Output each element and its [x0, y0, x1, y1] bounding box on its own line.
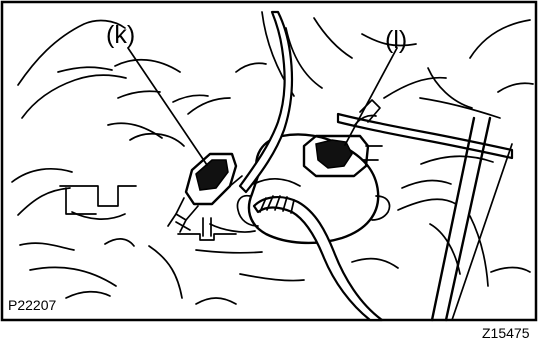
callout-l: (l): [385, 26, 407, 54]
connector-l: [302, 99, 383, 178]
bracket-left: [65, 187, 97, 215]
hose-ribs: [259, 195, 295, 214]
housing-left-lip: [236, 194, 259, 227]
leader-k: [127, 47, 208, 166]
rod-right-1: [430, 116, 476, 322]
leader-l: [344, 47, 398, 146]
code-left: P22207: [8, 297, 56, 313]
code-right: Z15475: [482, 325, 530, 341]
connector-k: [167, 152, 243, 233]
bracket-top: [59, 185, 137, 207]
mount-plate: [177, 233, 237, 241]
rod-right-2: [444, 116, 492, 322]
upper-hose: [238, 10, 294, 194]
engine-outline: [11, 11, 534, 305]
housing-right-lip: [371, 195, 391, 221]
rod-right-3: [451, 143, 513, 321]
callout-k: (k): [106, 21, 135, 49]
